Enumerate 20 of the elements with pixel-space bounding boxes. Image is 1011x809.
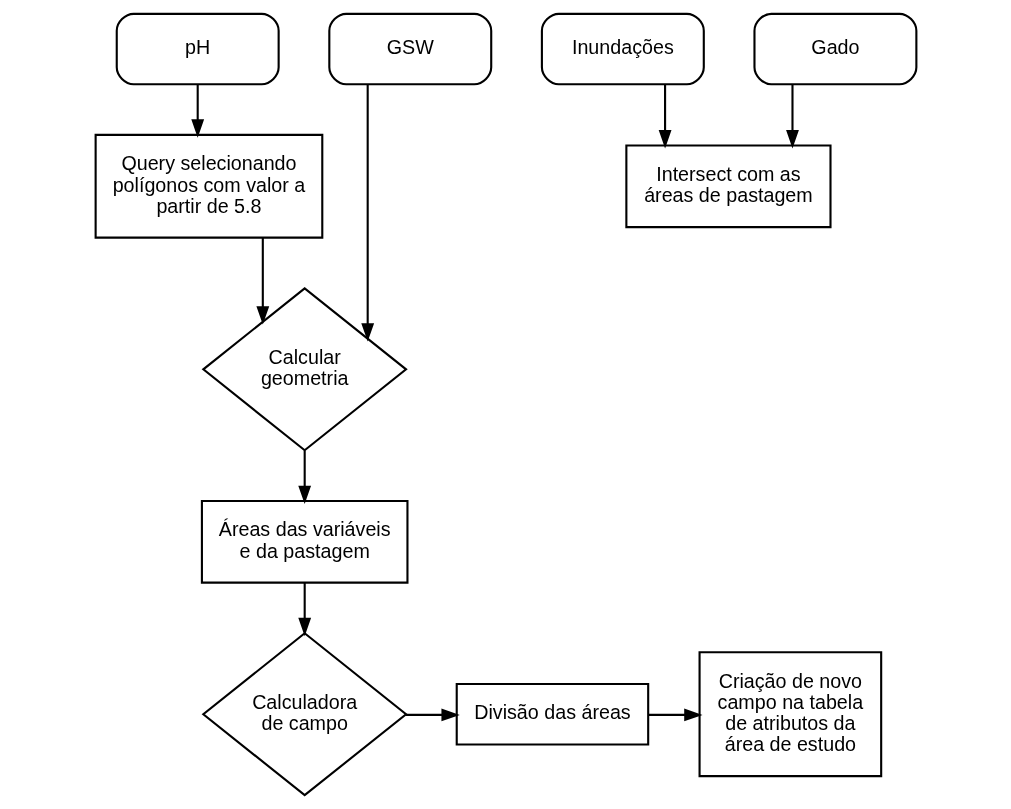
- arrow: [360, 84, 374, 342]
- arrow: [648, 708, 703, 722]
- node-box: Intersect com as áreas de pastagem: [624, 144, 832, 229]
- arrow: [785, 84, 799, 149]
- node-box: Criação de novo campo na tabela de atributos da área de estudo: [698, 651, 882, 778]
- arrow: [190, 84, 204, 138]
- node-box: Gado: [752, 12, 917, 86]
- arrow: [404, 708, 460, 722]
- node-box: Inundações: [540, 12, 705, 86]
- node-diamond: Calcular geometria: [201, 287, 408, 452]
- node-box: Query selecionando polígonos com valor a partir de 5.8: [94, 133, 323, 239]
- arrow: [297, 450, 311, 505]
- node-box: Divisão das áreas: [455, 682, 649, 746]
- node-box: GSW: [327, 12, 492, 86]
- node-box: pH: [115, 12, 280, 86]
- arrow: [255, 237, 269, 325]
- arrow: [658, 84, 671, 149]
- arrow: [297, 582, 311, 637]
- node-diamond: Calculadora de campo: [201, 631, 408, 797]
- node-box: Áreas das variáveis e da pastagem: [200, 499, 408, 584]
